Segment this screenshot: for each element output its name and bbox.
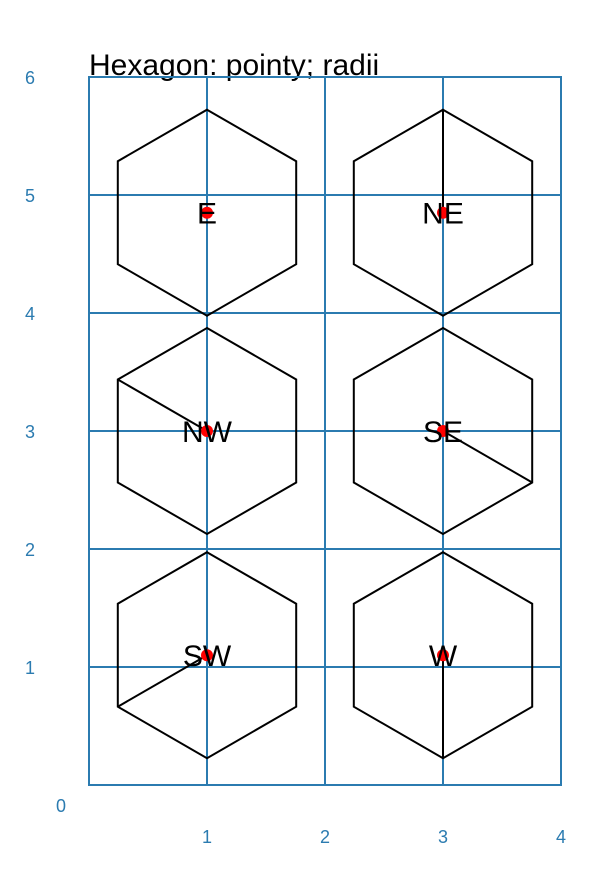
hexagon-label: W [429,640,458,673]
hexagons: E NE NW SE SW W [116,108,534,760]
x-tick-label: 3 [438,827,448,847]
hexagon-outline [352,108,534,317]
hexagon-center-dot [437,425,449,437]
y-tick-label: 4 [25,304,35,324]
y-tick-label: 5 [25,186,35,206]
hexagon-radius [117,654,208,708]
hexagon-center-dot [201,206,213,219]
hexagon-label: NW [182,416,233,449]
hexagon-label: SW [183,640,232,673]
hexagon-radius [117,378,208,432]
hexagon-sw: SW [116,551,298,760]
hexagon-center-dot [437,649,449,662]
hexagon-ne: NE [352,108,534,317]
y-tick-label: 2 [25,540,35,560]
axis-ticks: 1 2 3 4 1 2 3 4 5 6 0 [25,68,566,847]
y-tick-label: 3 [25,422,35,442]
hexagon-w: W [352,551,534,760]
hexagon-label: E [197,198,217,231]
hexagon-outline [352,326,534,536]
hexagon-label: NE [422,198,464,231]
hexagon-outline [116,551,298,760]
origin-tick-label: 0 [56,796,66,816]
hexagon-e: E [116,108,298,317]
x-tick-label: 2 [320,827,330,847]
y-tick-label: 1 [25,658,35,678]
hexagon-radius [442,430,533,484]
y-tick-label: 6 [25,68,35,88]
hexagon-nw: NW [116,326,298,536]
hexagon-center-dot [437,206,449,219]
x-tick-label: 4 [556,827,566,847]
hexagon-center-dot [201,425,213,437]
hexagon-se: SE [352,326,534,536]
hexagon-center-dot [201,649,213,662]
hexagon-label: SE [423,416,463,449]
grid [88,76,562,786]
x-tick-label: 1 [202,827,212,847]
hexagon-outline [116,108,298,317]
